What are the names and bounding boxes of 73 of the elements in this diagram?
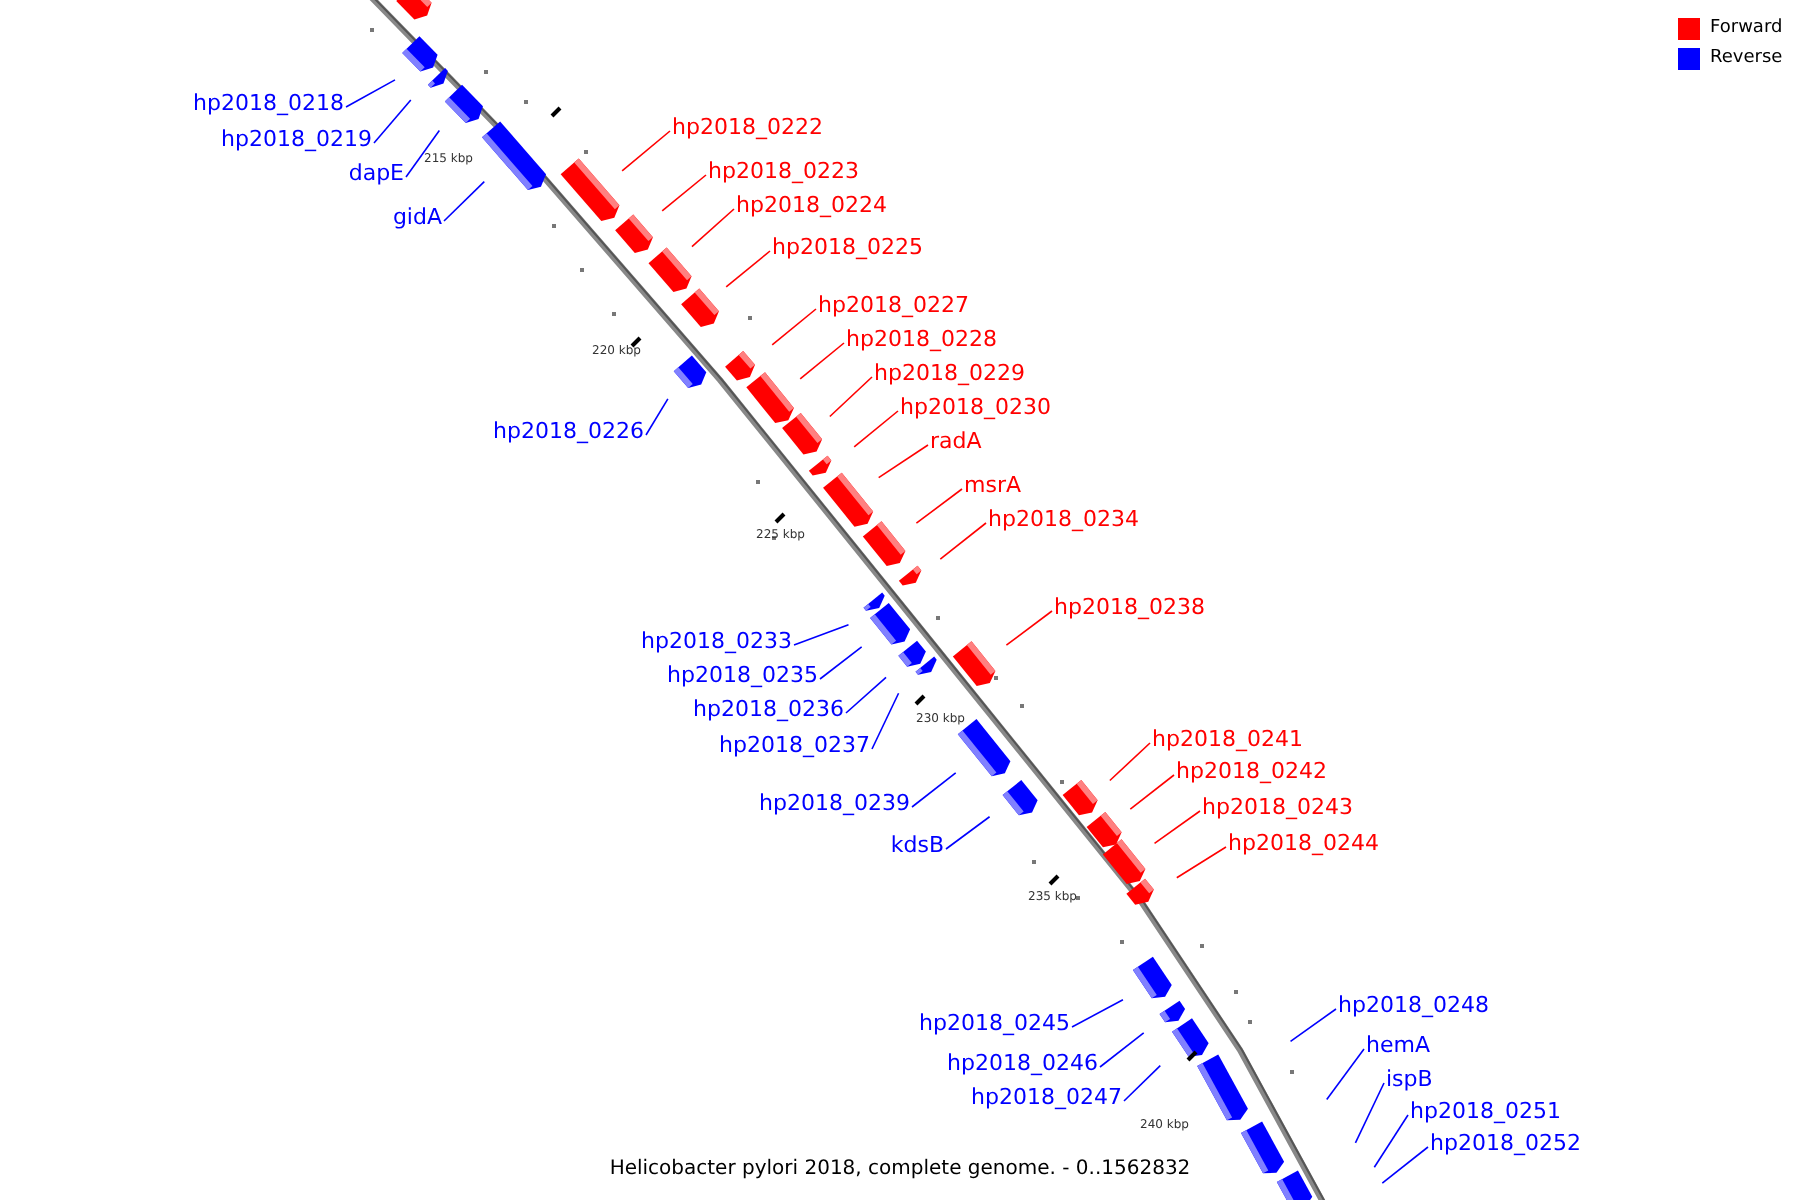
leader-line: [1354, 1082, 1385, 1144]
legend-label: Forward: [1710, 16, 1783, 42]
gene-label: hp2018_0229: [874, 360, 1025, 386]
leader-line: [621, 130, 671, 172]
gene-label: hemA: [1366, 1032, 1430, 1058]
leader-line: [1099, 1032, 1145, 1068]
gene-label: hp2018_0247: [971, 1084, 1122, 1110]
leader-line: [691, 208, 735, 248]
leader-line: [853, 410, 899, 448]
leader-line: [1325, 1048, 1365, 1101]
gene-label: dapE: [348, 160, 404, 186]
leader-line: [661, 174, 707, 212]
gene-label: hp2018_0238: [1054, 594, 1205, 620]
leader-line: [939, 522, 987, 560]
leader-line: [1153, 810, 1201, 845]
leader-line: [1071, 998, 1124, 1028]
gene-label: hp2018_0219: [221, 126, 372, 152]
leader-line: [799, 342, 845, 380]
gene-label: hp2018_0230: [900, 394, 1051, 420]
leader-line: [819, 646, 863, 680]
leader-line: [373, 99, 412, 144]
leader-line: [877, 444, 929, 479]
leader-line: [1129, 774, 1175, 810]
leader-line: [911, 772, 957, 808]
gene-label: hp2018_0235: [667, 662, 818, 688]
gene-label: hp2018_0222: [672, 114, 823, 140]
leader-line: [845, 676, 887, 714]
gene-label: hp2018_0248: [1338, 992, 1489, 1018]
gene-label: gidA: [392, 204, 442, 230]
leader-line: [725, 250, 771, 288]
gene-label: hp2018_0228: [846, 326, 997, 352]
legend-label: Reverse: [1710, 46, 1783, 72]
gene-label: hp2018_0246: [947, 1050, 1098, 1076]
gene-label: hp2018_0242: [1176, 758, 1327, 784]
gene-label: hp2018_0236: [693, 696, 844, 722]
leader-line: [443, 180, 486, 222]
gene-label: hp2018_0218: [193, 90, 344, 116]
gene-label: ispB: [1386, 1066, 1433, 1092]
leader-line: [1373, 1114, 1409, 1169]
leader-line: [771, 308, 817, 346]
leader-line: [871, 692, 900, 750]
gene-label: hp2018_0233: [641, 628, 792, 654]
gene-label: hp2018_0239: [759, 790, 910, 816]
leader-line: [1381, 1146, 1429, 1184]
gene-label: hp2018_0225: [772, 234, 923, 260]
leader-line: [945, 815, 991, 850]
gene-label: hp2018_0224: [736, 192, 887, 218]
leader-line: [829, 376, 873, 418]
leader-line: [405, 129, 441, 178]
leader-line: [915, 488, 963, 524]
gene-label: hp2018_0237: [719, 732, 870, 758]
leader-line: [1109, 742, 1151, 782]
caption: Helicobacter pylori 2018, complete genome. - 0..1562832: [607, 1156, 1193, 1182]
leader-line: [645, 398, 669, 436]
gene-label: hp2018_0251: [1410, 1098, 1561, 1124]
gene-label: hp2018_0252: [1430, 1130, 1581, 1156]
gene-label: msrA: [964, 472, 1021, 498]
gene-label: hp2018_0245: [919, 1010, 1070, 1036]
gene-label: hp2018_0243: [1202, 794, 1353, 820]
leader-line: [1005, 610, 1053, 646]
gene-label: hp2018_0226: [493, 418, 644, 444]
leader-line: [1176, 846, 1227, 879]
gene-label: hp2018_0227: [818, 292, 969, 318]
leader-line: [1123, 1064, 1162, 1102]
leader-line: [345, 79, 396, 108]
gene-label: radA: [930, 428, 982, 454]
gene-label: hp2018_0223: [708, 158, 859, 184]
leader-line: [793, 624, 850, 646]
gene-label: hp2018_0241: [1152, 726, 1303, 752]
leader-line: [1289, 1008, 1337, 1043]
gene-label: hp2018_0234: [988, 506, 1139, 532]
gene-label: kdsB: [890, 832, 944, 858]
gene-label: hp2018_0244: [1228, 830, 1379, 856]
